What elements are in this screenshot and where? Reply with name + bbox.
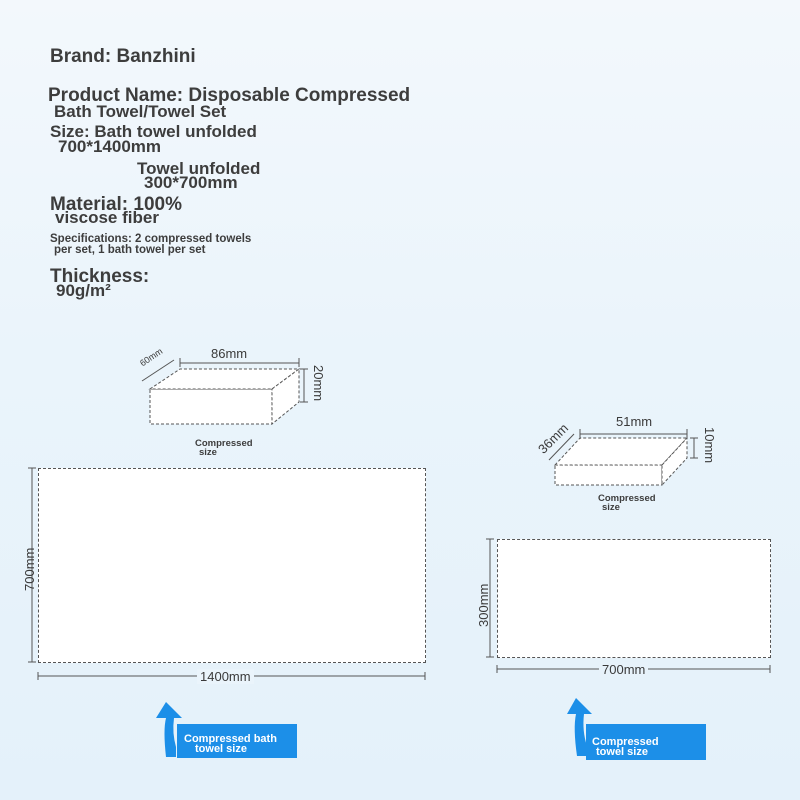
bath-arrow-icon (156, 702, 182, 757)
bath-compressed-block-side (271, 368, 300, 426)
size-line2: 700*1400mm (58, 137, 162, 156)
bath-towel-unfolded-rect (38, 468, 426, 663)
bath-block-depth-line (141, 359, 175, 382)
towel-badge-line1: Compressed (592, 736, 659, 748)
brand-text: Brand: Banzhini (50, 46, 196, 67)
bath-unfolded-width-label: 1400mm (197, 669, 254, 684)
towel-badge-line2: towel size (596, 746, 648, 758)
bath-badge-line1: Compressed bath (184, 733, 277, 745)
bath-compressed-caption-line2: size (199, 447, 217, 458)
thickness-line2: 90g/m² (56, 281, 111, 300)
bath-compressed-badge: Compressed bath towel size (177, 724, 297, 758)
material-line2: viscose fiber (55, 208, 159, 227)
towel-compressed-badge: Compressed towel size (586, 724, 706, 760)
specifications-line1: Specifications: 2 compressed towels (50, 233, 252, 245)
towel-unfolded-width-label: 700mm (599, 662, 649, 677)
size-line1: Size: Bath towel unfolded (50, 122, 257, 141)
towel-block-depth-line (548, 433, 575, 461)
towel-arrow-icon (567, 698, 592, 756)
towel-unfolded-height-label: 300mm (476, 583, 491, 627)
towel-block-width-label: 51mm (616, 414, 653, 429)
bath-block-width-label: 86mm (211, 346, 248, 361)
bath-badge-line2: towel size (195, 743, 247, 755)
bath-unfolded-height-label: 700mm (22, 547, 37, 591)
bath-block-height-label: 20mm (311, 365, 326, 402)
towel-compressed-caption-line2: size (602, 502, 620, 513)
product-name-line2: Bath Towel/Towel Set (54, 102, 227, 121)
towel-unfolded-line2: 300*700mm (144, 173, 238, 192)
towel-unfolded-rect (497, 539, 771, 658)
towel-compressed-caption-line1: Compressed (598, 493, 656, 504)
material-line1: Material: 100% (50, 194, 183, 215)
towel-compressed-block-top (553, 437, 689, 466)
bath-compressed-block-front (149, 388, 273, 425)
specifications-line2: per set, 1 bath towel per set (54, 244, 206, 256)
thickness-line1: Thickness: (50, 266, 150, 287)
towel-unfolded-line1: Towel unfolded (137, 159, 261, 178)
product-name-line1: Product Name: Disposable Compressed (48, 85, 411, 106)
bath-compressed-caption-line1: Compressed (195, 438, 253, 449)
towel-block-height-label: 10mm (702, 427, 717, 464)
towel-compressed-block-front (554, 464, 663, 486)
towel-compressed-block-side (661, 436, 688, 487)
